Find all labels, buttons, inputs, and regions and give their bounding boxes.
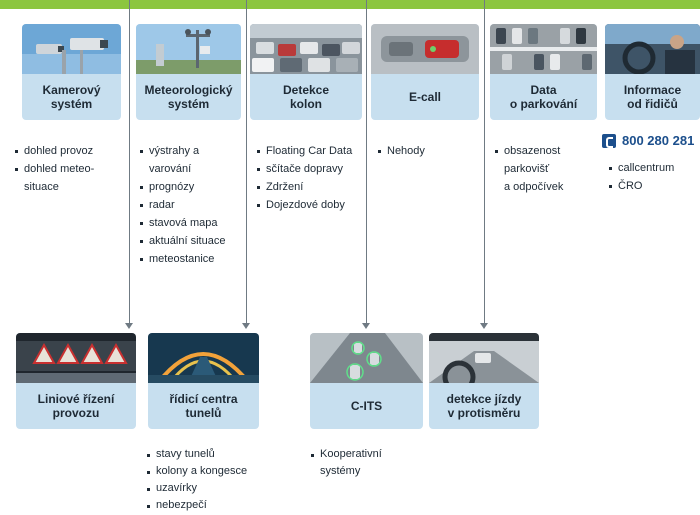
card-label: Kamerový systém (42, 82, 101, 111)
card-detekce-jizdy-v-protismeru: detekce jízdy v protisměru (429, 333, 539, 429)
connector-parking (484, 0, 485, 326)
list-item: Zdržení (256, 178, 366, 196)
list-item: dohled provoz (14, 142, 124, 160)
list-item: kolony a kongesce (146, 463, 266, 480)
card-label: Detekce kolon (282, 82, 330, 111)
tunnel-photo (148, 333, 259, 383)
list-item: stavy tunelů (146, 446, 266, 463)
list-ridici: callcentrum ČRO (608, 159, 698, 195)
list-ecall: Nehody (377, 142, 477, 160)
list-kolony: Floating Car Data sčítače dopravy Zdržen… (256, 142, 366, 214)
wrong-way-photo (429, 333, 539, 383)
list-item: Nehody (377, 142, 477, 160)
card-label: Data o parkování (509, 82, 578, 111)
list-item: ČRO (608, 177, 698, 195)
list-item: nebezpečí (146, 497, 266, 514)
card-informace-od-ridicu: Informace od řidičů (605, 24, 700, 120)
list-cits: Kooperativní systémy (310, 446, 420, 480)
camera-photo (22, 24, 121, 74)
connected-cars-photo (310, 333, 423, 383)
list-item: Floating Car Data (256, 142, 366, 160)
connector-ecall-arrow (362, 323, 370, 329)
list-item: stavová mapa (139, 214, 244, 232)
list-item: uzavírky (146, 480, 266, 497)
list-kamerovy: dohled provoz dohled meteo- situace (14, 142, 124, 196)
connector-parking-arrow (480, 323, 488, 329)
list-item: radar (139, 196, 244, 214)
list-item: prognózy (139, 178, 244, 196)
connector-kolony-arrow (242, 323, 250, 329)
connector-kolony (246, 0, 247, 326)
gantry-signs-photo (16, 333, 136, 383)
list-parking: obsazenost parkovišť a odpočívek (494, 142, 594, 196)
card-label: detekce jízdy v protisměru (446, 391, 522, 420)
parking-lot-photo (490, 24, 597, 74)
card-label: C-ITS (350, 398, 383, 413)
card-meteorologicky-system: Meteorologický systém (136, 24, 241, 120)
list-item: Kooperativní systémy (310, 446, 420, 480)
card-label: Meteorologický systém (144, 82, 233, 111)
list-meteo: výstrahy a varování prognózy radar stavo… (139, 142, 244, 268)
card-label: řídicí centra tunelů (169, 391, 238, 420)
list-item: obsazenost parkovišť a odpočívek (494, 142, 594, 196)
phone-number-text: 800 280 281 (622, 133, 695, 148)
connector-meteo-arrow (125, 323, 133, 329)
card-kamerovy-system: Kamerový systém (22, 24, 121, 120)
card-data-o-parkovani: Data o parkování (490, 24, 597, 120)
list-item: meteostanice (139, 250, 244, 268)
connector-ecall (366, 0, 367, 326)
card-label: E-call (408, 89, 441, 104)
driver-photo (605, 24, 700, 74)
card-label: Informace od řidičů (623, 82, 682, 111)
list-item: Dojezdové doby (256, 196, 366, 214)
connector-meteo (129, 0, 130, 326)
list-tunely: stavy tunelů kolony a kongesce uzavírky … (146, 446, 266, 514)
card-detekce-kolon: Detekce kolon (250, 24, 362, 120)
card-ecall: E-call (371, 24, 479, 120)
card-label: Liniové řízení provozu (37, 391, 115, 420)
list-item: callcentrum (608, 159, 698, 177)
card-ridici-centra-tunelu: řídicí centra tunelů (148, 333, 259, 429)
list-item: dohled meteo- situace (14, 160, 124, 196)
list-item: sčítače dopravy (256, 160, 366, 178)
list-item: výstrahy a varování (139, 142, 244, 178)
top-accent-bar (0, 0, 700, 9)
card-liniove-rizeni-provozu: Liniové řízení provozu (16, 333, 136, 429)
list-item: aktuální situace (139, 232, 244, 250)
weather-station-photo (136, 24, 241, 74)
traffic-jam-photo (250, 24, 362, 74)
phone-icon (602, 133, 616, 148)
phone-number[interactable]: 800 280 281 (602, 133, 694, 148)
ecall-button-photo (371, 24, 479, 74)
card-c-its: C-ITS (310, 333, 423, 429)
